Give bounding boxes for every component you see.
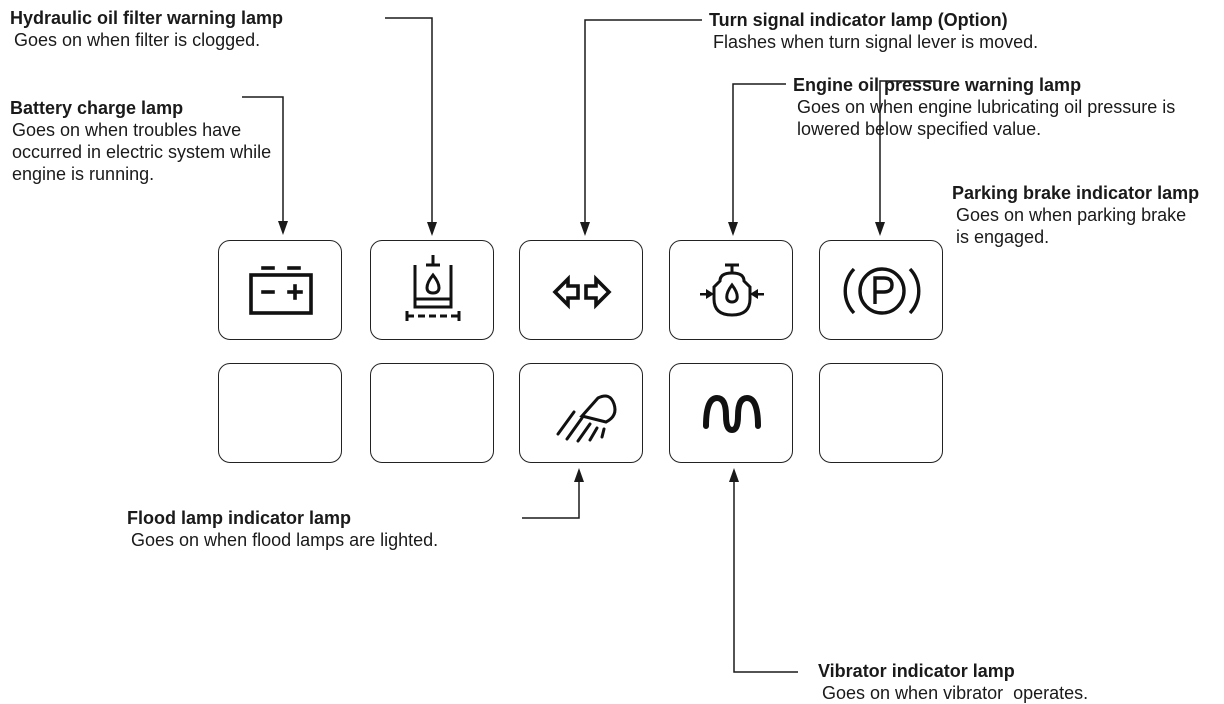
battery-desc: Goes on when troubles have occurred in e… [12,120,272,184]
leader-line-battery [242,96,284,225]
leader-line-turn [584,19,702,226]
hydraulic-oil-filter-icon [405,255,461,321]
parking-brake-icon [843,267,921,315]
turn-signal-icon [552,274,612,310]
hydraulic-desc: Goes on when filter is clogged. [14,30,261,50]
arrowhead-flood [574,468,584,482]
battery-icon [249,266,313,315]
leader-line-engine-oil [732,83,786,226]
parking-brake-lamp [819,240,943,340]
callout-turn: Turn signal indicator lamp (Option) Flas… [709,9,1038,53]
engine-oil-pressure-lamp [669,240,793,340]
flood-lamp-icon [556,394,617,443]
vibrator-lamp [669,363,793,463]
callout-vibrator: Vibrator indicator lamp Goes on when vib… [818,660,1088,704]
engine-oil-title: Engine oil pressure warning lamp [793,75,1082,95]
arrowhead-hydraulic [427,222,437,236]
battery-title: Battery charge lamp [10,98,184,118]
turn-desc: Flashes when turn signal lever is moved. [713,32,1039,52]
arrowhead-parking [875,222,885,236]
callout-engine-oil: Engine oil pressure warning lamp Goes on… [793,74,1217,140]
parking-title: Parking brake indicator lamp [952,183,1200,203]
leader-lines [242,17,940,673]
flood-title: Flood lamp indicator lamp [127,508,352,528]
flood-desc: Goes on when flood lamps are lighted. [131,530,439,550]
arrowhead-vibrator [729,468,739,482]
hydraulic-oil-filter-lamp [370,240,494,340]
leader-line-vibrator [733,478,798,673]
arrowhead-turn [580,222,590,236]
blank-lamp-3 [819,363,943,463]
leader-line-parking [879,80,940,226]
engine-oil-desc: Goes on when engine lubricating oil pres… [797,97,1176,139]
blank-lamp-2 [370,363,494,463]
vibrator-icon [703,394,761,434]
arrowhead-battery [278,221,288,235]
battery-charge-lamp [218,240,342,340]
callout-parking: Parking brake indicator lamp Goes on whe… [952,182,1207,248]
callout-flood: Flood lamp indicator lamp Goes on when f… [127,507,438,551]
engine-oil-pressure-icon [700,263,764,317]
parking-desc: Goes on when parking brake is engaged. [956,205,1187,247]
hydraulic-title: Hydraulic oil filter warning lamp [10,8,284,28]
leader-line-hydraulic [385,17,433,226]
turn-signal-lamp [519,240,643,340]
flood-lamp-indicator [519,363,643,463]
callout-hydraulic: Hydraulic oil filter warning lamp Goes o… [10,7,283,51]
arrowhead-engine-oil [728,222,738,236]
turn-title: Turn signal indicator lamp (Option) [709,10,1008,30]
leader-line-flood [522,478,580,519]
vibrator-desc: Goes on when vibrator operates. [822,683,1089,703]
blank-lamp-1 [218,363,342,463]
callout-battery: Battery charge lamp Goes on when trouble… [10,97,288,185]
vibrator-title: Vibrator indicator lamp [818,661,1015,681]
